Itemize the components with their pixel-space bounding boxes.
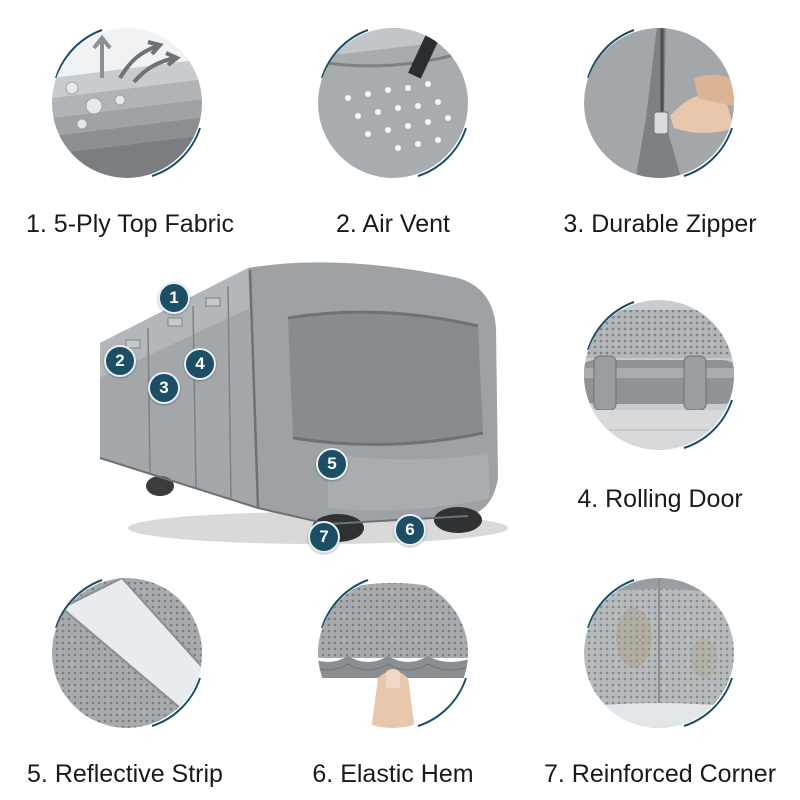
feature-image-air-vent: [308, 18, 478, 188]
feature-caption-rolling-door: 4. Rolling Door: [577, 485, 743, 513]
feature-image-top-fabric: [42, 18, 212, 188]
marker-2: 2: [104, 345, 136, 377]
feature-caption-air-vent: 2. Air Vent: [336, 210, 450, 238]
feature-caption-reinforced-corner: 7. Reinforced Corner: [543, 760, 777, 788]
feature-caption-zipper: 3. Durable Zipper: [563, 210, 757, 238]
feature-image-elastic-hem: [308, 568, 478, 738]
feature-image-reflective-strip: [42, 568, 212, 738]
feature-caption-top-fabric: 1. 5-Ply Top Fabric: [26, 210, 234, 238]
marker-1: 1: [158, 282, 190, 314]
covered-rv-image: [88, 248, 508, 558]
marker-4: 4: [184, 348, 216, 380]
marker-7: 7: [308, 521, 340, 553]
marker-6: 6: [394, 514, 426, 546]
marker-5: 5: [316, 448, 348, 480]
feature-caption-elastic-hem: 6. Elastic Hem: [312, 760, 474, 788]
marker-3: 3: [148, 372, 180, 404]
feature-image-rolling-door: [574, 290, 744, 460]
feature-image-zipper: [574, 18, 744, 188]
feature-image-reinforced-corner: [574, 568, 744, 738]
feature-caption-reflective-strip: 5. Reflective Strip: [27, 760, 223, 788]
